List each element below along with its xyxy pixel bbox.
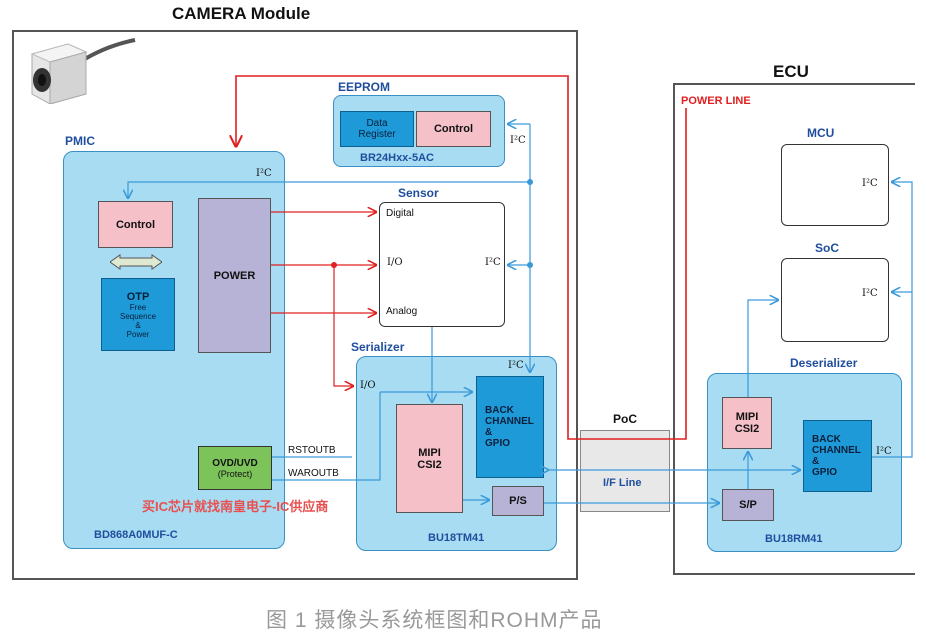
- sensor-i2c-label: I²C: [485, 257, 501, 268]
- sensor-block: [379, 202, 505, 327]
- deserializer-i2c-label: I²C: [876, 446, 892, 457]
- data-register-block: Data Register: [340, 111, 414, 147]
- ps-block: P/S: [492, 486, 544, 516]
- waroutb-line: [272, 392, 381, 481]
- pmic-control-block: Control: [98, 201, 173, 248]
- waroutb-label: WAROUTB: [288, 468, 339, 479]
- deserializer-part-number: BU18RM41: [765, 533, 823, 545]
- ovd-sub: (Protect): [217, 468, 253, 479]
- double-arrow-icon: [110, 254, 162, 270]
- deserializer-title: Deserializer: [790, 356, 858, 370]
- mipi-to-soc: [747, 300, 778, 397]
- serializer-i2c-label: I²C: [508, 360, 524, 371]
- eeprom-control-block: Control: [416, 111, 491, 147]
- eeprom-i2c-label: I²C: [510, 135, 526, 146]
- mcu-title: MCU: [807, 126, 835, 140]
- pmic-part-number: BD868A0MUF-C: [94, 529, 178, 541]
- ecu-i2c-bus: [872, 182, 913, 458]
- mcu-block: [781, 144, 889, 226]
- rstoutb-label: RSTOUTB: [288, 445, 336, 456]
- otp-line-3: &: [135, 320, 141, 330]
- deserializer-mipi-block: MIPI CSI2: [722, 397, 772, 449]
- soc-i2c-label: I²C: [862, 288, 878, 299]
- power-to-serializer-io: [333, 265, 353, 386]
- soc-title: SoC: [815, 241, 839, 255]
- serializer-back-channel-block: BACK CHANNEL & GPIO: [476, 376, 544, 478]
- sp-block: S/P: [722, 489, 774, 521]
- power-line-path: [236, 75, 687, 440]
- sensor-io-label: I/O: [387, 257, 403, 268]
- i2c-bus-to-pmic: [128, 181, 530, 198]
- ecu-title: ECU: [773, 62, 809, 81]
- otp-line-1: Free: [129, 302, 147, 312]
- mcu-i2c-label: I²C: [862, 178, 878, 189]
- otp-line-4: Power: [126, 329, 150, 339]
- camera-icon: [30, 38, 136, 104]
- eeprom-title: EEPROM: [338, 80, 391, 94]
- deserializer-back-channel-block: BACK CHANNEL & GPIO: [803, 420, 872, 492]
- soc-block: [781, 258, 889, 342]
- figure-caption: 图 1 摄像头系统框图和ROHM产品: [266, 609, 603, 632]
- otp-block: OTP Free Sequence & Power: [101, 278, 175, 351]
- camera-module-title: CAMERA Module: [172, 4, 311, 23]
- poc-title: PoC: [613, 412, 637, 426]
- if-line-label: I/F Line: [603, 477, 642, 489]
- ovd-uvd-block: OVD/UVD (Protect): [198, 446, 272, 490]
- otp-title: OTP: [126, 290, 150, 303]
- serializer-part-number: BU18TM41: [428, 532, 485, 544]
- pmic-i2c-label: I²C: [256, 168, 272, 179]
- eeprom-part-number: BR24Hxx-5AC: [360, 152, 434, 164]
- pmic-title: PMIC: [65, 134, 95, 148]
- sensor-title: Sensor: [398, 186, 439, 200]
- power-line-label: POWER LINE: [681, 95, 751, 107]
- otp-line-2: Sequence: [119, 311, 157, 321]
- serializer-mipi-block: MIPI CSI2: [396, 404, 463, 513]
- sensor-digital-label: Digital: [386, 208, 414, 219]
- serializer-title: Serializer: [351, 340, 405, 354]
- watermark-text: 买IC芯片就找南皇电子-IC供应商: [142, 499, 329, 514]
- pmic-power-block: POWER: [198, 198, 271, 353]
- serializer-io-label: I/O: [360, 380, 376, 391]
- ovd-title: OVD/UVD: [212, 457, 258, 469]
- sensor-analog-label: Analog: [386, 306, 418, 317]
